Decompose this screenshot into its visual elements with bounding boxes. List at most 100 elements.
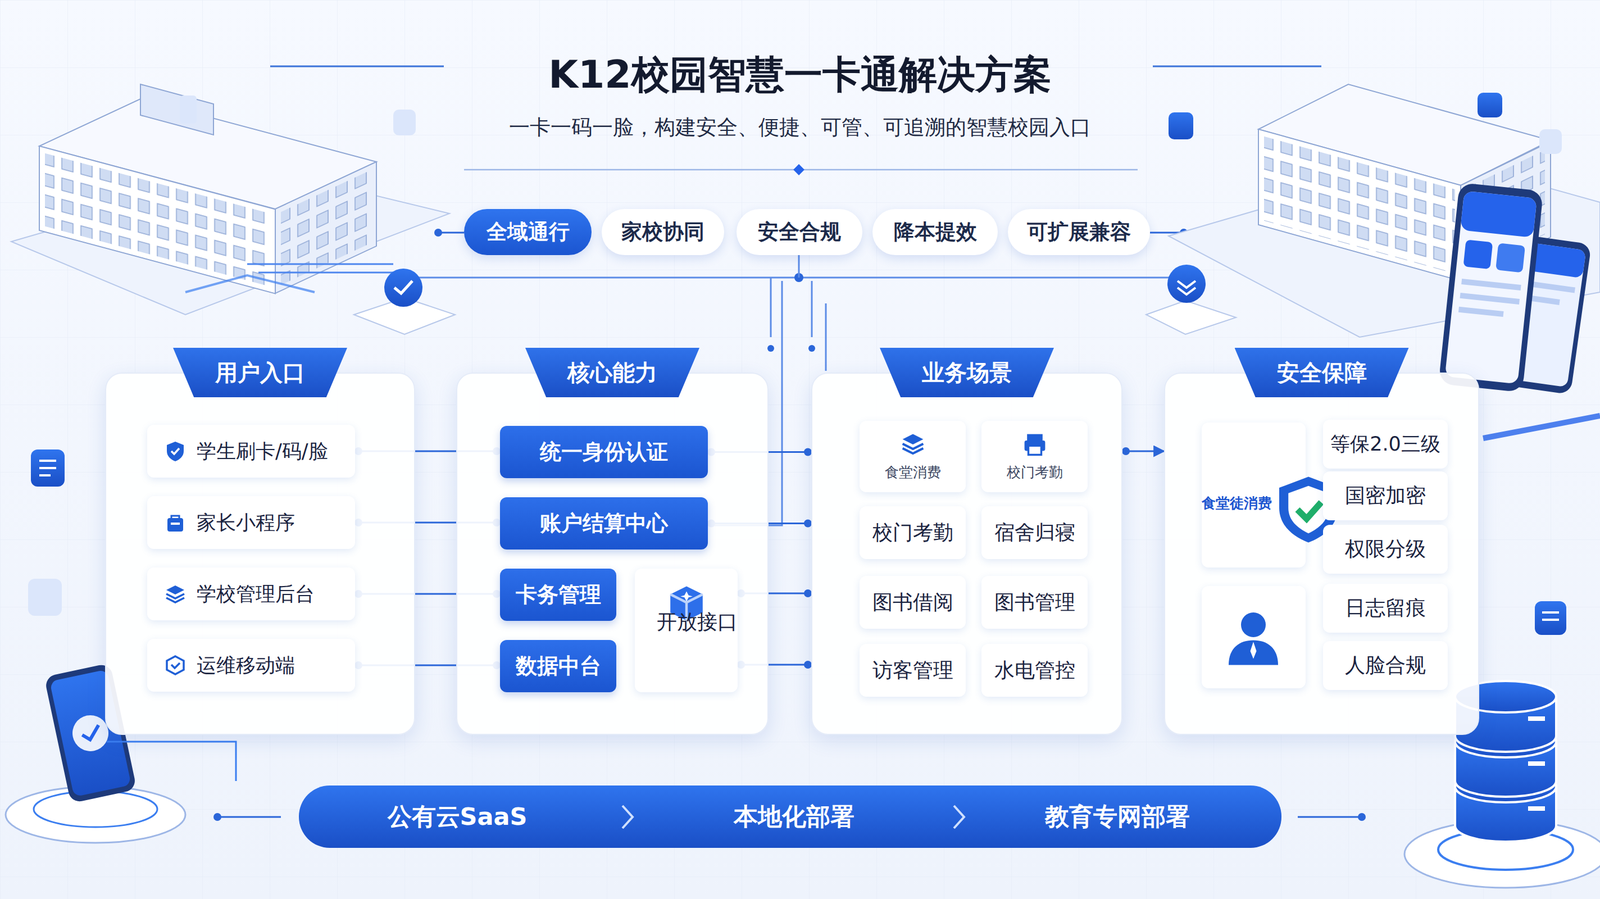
decor-shape [298, 785, 1282, 848]
tag-pill: 安全合规 [736, 208, 863, 256]
decor-shape [275, 161, 377, 294]
decor-shape [902, 434, 924, 445]
process-box: 校门考勤 [981, 420, 1088, 493]
decor-shape [166, 656, 184, 675]
process-box: 统一身份认证 [500, 425, 708, 479]
node-label: 卡务管理 [515, 580, 602, 609]
decor-shape [1028, 445, 1042, 455]
process-box: 人脸合规 [1323, 641, 1448, 690]
person-card [1201, 585, 1306, 689]
decor-shape [767, 344, 775, 352]
person-icon [1222, 606, 1285, 668]
node-label: 校门考勤 [872, 519, 954, 547]
diagram-title: K12校园智慧一卡通解决方案 [0, 49, 1600, 101]
decor-shape [1297, 816, 1362, 818]
panel-heading: 业务场景 [879, 347, 1054, 398]
decor-shape [171, 662, 180, 668]
process-box: 水电管控 [981, 643, 1088, 697]
node-label: 图书借阅 [872, 588, 954, 617]
decor-shape [1460, 292, 1520, 305]
decor-shape [166, 441, 184, 462]
node-label: 校门考勤 [1006, 462, 1063, 482]
decor-shape [1477, 92, 1503, 118]
decor-shape [1534, 601, 1567, 635]
panel-box: 安全保障食堂徒消费等保2.0三级国密加密权限分级日志留痕人脸合规 [1164, 372, 1480, 735]
node-label: 图书管理 [994, 588, 1076, 617]
node-label: 宿舍归寝 [994, 519, 1076, 547]
decor-shape [1527, 280, 1576, 294]
panel-box: 业务场景食堂消费校门考勤校门考勤宿舍归寝图书借阅图书管理访客管理水电管控 [811, 372, 1123, 735]
node-label: 访客管理 [872, 656, 954, 685]
process-box: 开放接口 [634, 568, 738, 693]
decor-shape [39, 146, 276, 294]
decor-shape [1528, 761, 1545, 766]
process-box: 日志留痕 [1323, 583, 1448, 633]
decor-shape [1528, 716, 1545, 811]
tag-pill: 可扩展兼容 [1007, 208, 1150, 256]
decor-shape [166, 593, 185, 603]
process-box: 教育专网部署 [1016, 785, 1219, 848]
decor-shape [247, 264, 405, 273]
node-label: 学校管理后台 [196, 580, 315, 608]
layers-icon [164, 582, 187, 606]
node-label: 全域通行 [486, 217, 570, 247]
decor-shape [44, 153, 270, 287]
panel-heading: 核心能力 [525, 347, 700, 398]
decor-shape [1542, 612, 1559, 620]
decor-shape [171, 448, 180, 454]
decor-shape [185, 275, 315, 293]
decor-shape [1177, 280, 1196, 295]
connector-dot [803, 589, 812, 598]
decor-shape [1168, 112, 1194, 140]
node-label: 数据中台 [515, 651, 602, 681]
decor-shape [30, 449, 65, 487]
decor-shape [280, 170, 371, 286]
decor-shape [1297, 502, 1322, 519]
decor-shape [1461, 278, 1521, 291]
process-box: 学校管理后台 [147, 567, 356, 621]
process-box: 食堂徒消费 [1201, 422, 1306, 568]
decor-shape [793, 164, 805, 176]
node-label: 运维移动端 [196, 652, 295, 679]
decor-shape [106, 741, 236, 781]
printer-icon [1021, 431, 1048, 458]
process-box: 图书管理 [981, 575, 1088, 629]
node-label: 家长小程序 [196, 509, 295, 536]
process-box: 家长小程序 [147, 496, 356, 549]
decor-shape [1539, 129, 1562, 154]
node-label: 公有云SaaS [387, 800, 528, 834]
process-box: 公有云SaaS [356, 785, 559, 848]
decor-shape [213, 812, 222, 821]
decor-shape [28, 578, 62, 616]
decor-shape [1458, 306, 1504, 317]
decor-shape [902, 443, 924, 454]
decor-shape [1438, 182, 1544, 393]
decor-shape [384, 268, 423, 307]
connector-dot [803, 660, 812, 669]
decor-shape [179, 95, 197, 124]
node-label: 开放接口 [656, 608, 738, 636]
decor-shape [170, 522, 180, 525]
tag-pill: 全域通行 [464, 208, 592, 256]
decor-shape [28, 95, 1562, 616]
node-label: 权限分级 [1344, 535, 1426, 563]
node-label: 日志留痕 [1344, 594, 1426, 622]
node-label: 学生刷卡/码/脸 [196, 438, 329, 465]
process-box: 本地化部署 [692, 785, 895, 848]
stack-icon [900, 431, 926, 458]
process-box: 权限分级 [1323, 524, 1448, 574]
node-label: 账户结算中心 [539, 508, 668, 538]
decor-shape [1146, 300, 1236, 335]
node-label: 人脸合规 [1344, 651, 1426, 680]
decor-shape [1152, 65, 1322, 68]
decor-shape [1528, 806, 1545, 811]
decor-shape [1483, 415, 1600, 439]
process-box: 卡务管理 [500, 568, 617, 621]
decor-shape [798, 255, 800, 278]
decor-shape [171, 515, 180, 518]
process-box: 访客管理 [859, 643, 966, 697]
panel-heading: 用户入口 [173, 347, 348, 398]
decor-shape [1528, 716, 1545, 721]
decor-shape [1357, 812, 1366, 821]
